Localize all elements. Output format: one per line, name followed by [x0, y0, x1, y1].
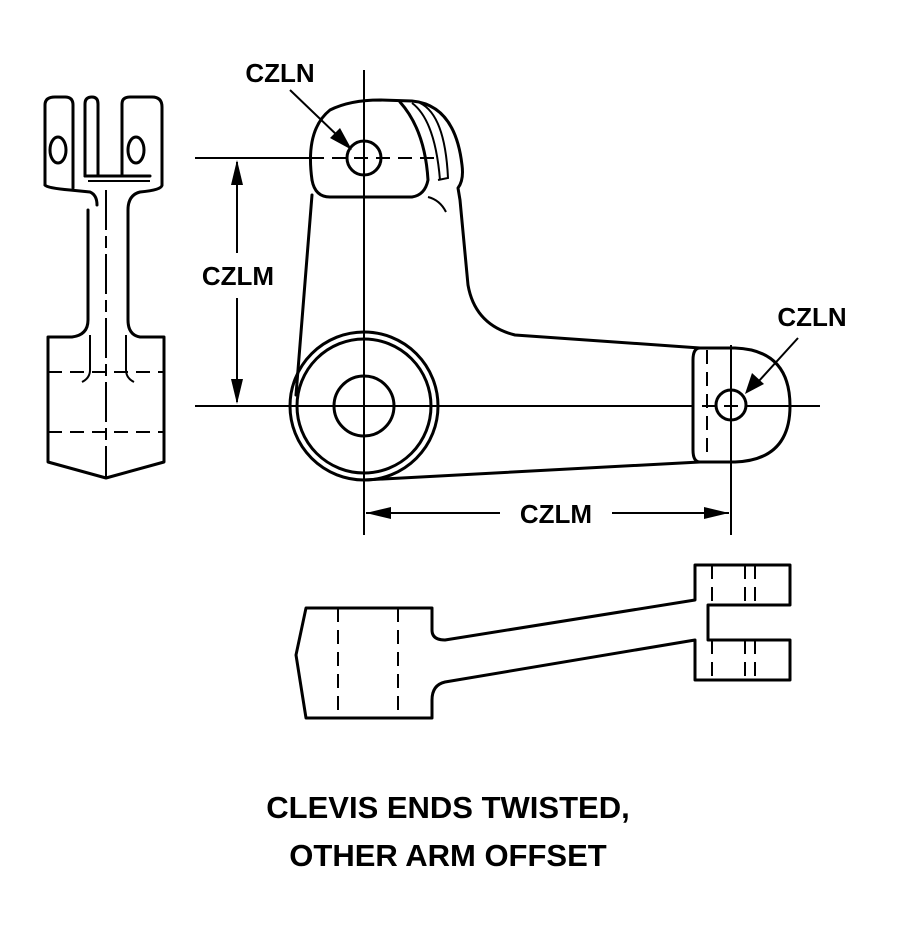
top-hole-label: CZLN — [245, 58, 314, 88]
caption-line-2: OTHER ARM OFFSET — [289, 838, 607, 873]
side-view — [43, 95, 166, 480]
bottom-view — [294, 563, 792, 720]
horizontal-dimension-label: CZLM — [520, 499, 592, 529]
right-hole-label: CZLN — [777, 302, 846, 332]
caption-line-1: CLEVIS ENDS TWISTED, — [266, 790, 629, 825]
vertical-dimension-label: CZLM — [202, 261, 274, 291]
front-view: CZLM CZLM CZLN CZLN — [195, 58, 847, 535]
